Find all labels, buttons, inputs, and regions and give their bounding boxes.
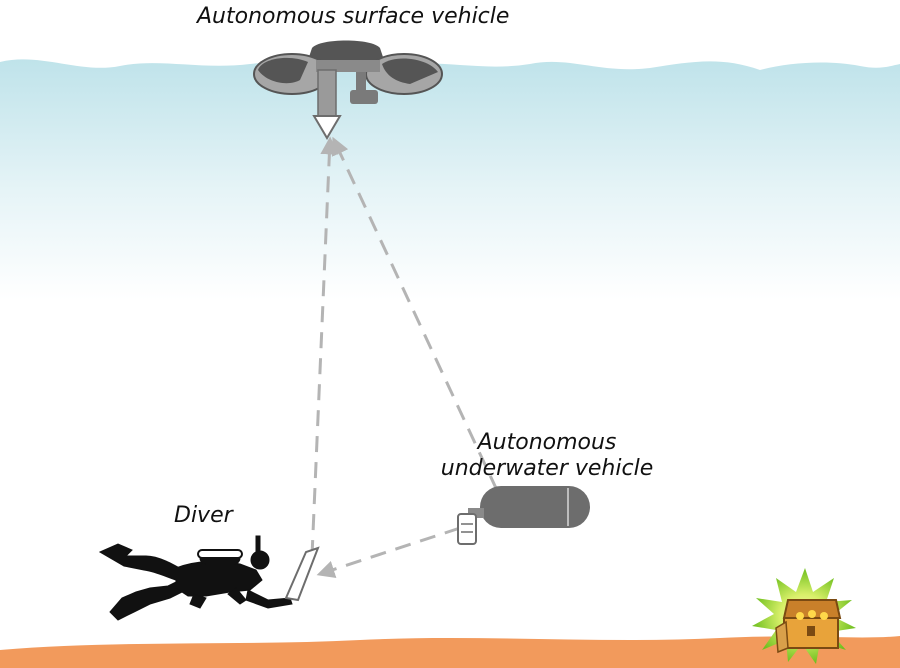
acoustic-links: [310, 136, 511, 579]
underwater-vehicle-label: Autonomous underwater vehicle: [437, 430, 657, 482]
diver-icon: [98, 535, 293, 621]
diver-label: Diver: [174, 503, 233, 528]
seabed: [0, 636, 900, 668]
surface-vehicle-label: Autonomous surface vehicle: [197, 4, 510, 29]
link-auv-to-surface: [331, 136, 511, 518]
underwater-vehicle-label-line1: Autonomous: [477, 430, 617, 455]
diver-modem-icon: [284, 546, 320, 602]
water-body: [0, 59, 900, 300]
underwater-vehicle-label-line2: underwater vehicle: [440, 456, 654, 481]
treasure-chest-icon: [752, 568, 856, 664]
link-diver-to-surface: [310, 136, 339, 557]
underwater-vehicle-icon: [457, 486, 590, 545]
link-auv-to-diver: [316, 526, 461, 579]
surface-vehicle-icon: [253, 40, 443, 140]
